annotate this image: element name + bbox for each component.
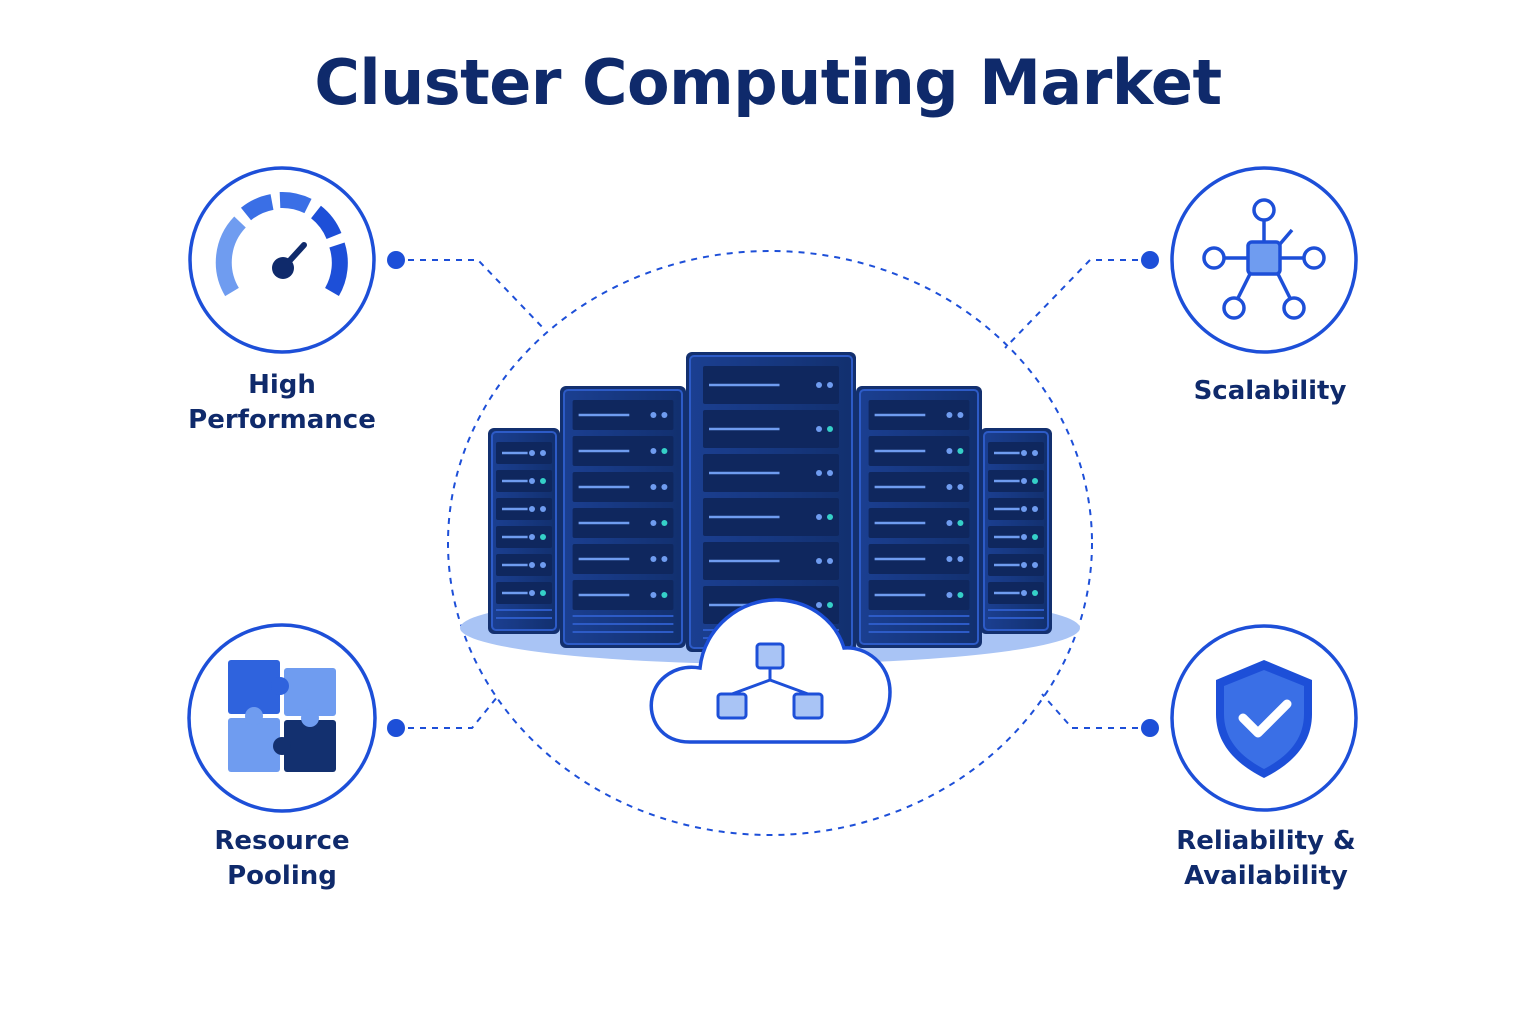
server-led (540, 534, 546, 540)
label-line: Performance (188, 405, 376, 435)
server-led (540, 590, 546, 596)
server-led (827, 514, 833, 520)
server-led (946, 448, 953, 454)
server-led (540, 506, 546, 512)
connector-scalability (1004, 259, 1150, 349)
server-led (946, 484, 953, 490)
server-led (529, 534, 535, 540)
cloud-network-icon (649, 598, 892, 744)
server-led (1021, 562, 1027, 568)
server-led (1032, 478, 1038, 484)
server-led (1032, 506, 1038, 512)
server-led (827, 602, 833, 608)
server-led (1021, 534, 1027, 540)
server-led (1032, 590, 1038, 596)
server-led (529, 478, 535, 484)
server-led (827, 426, 833, 432)
server-led (650, 448, 657, 454)
speedometer-icon (215, 191, 348, 297)
server-led (946, 520, 953, 526)
server-led (946, 412, 953, 418)
server-led (1021, 590, 1027, 596)
server-led (529, 562, 535, 568)
server-led (1032, 534, 1038, 540)
server-led (661, 484, 668, 490)
server-led (827, 558, 833, 564)
cluster-boundary (447, 250, 1093, 836)
server-led (816, 470, 822, 476)
server-led (650, 520, 657, 526)
server-led (827, 382, 833, 388)
server-cluster (488, 352, 1052, 652)
server-led (661, 520, 668, 526)
server-led (957, 448, 964, 454)
server-tower-right (856, 386, 982, 648)
server-led (661, 592, 668, 598)
label-line: Resource (214, 826, 350, 856)
server-led (650, 412, 657, 418)
connector-resource-pooling (396, 695, 499, 729)
server-led (957, 592, 964, 598)
server-led (957, 412, 964, 418)
server-led (946, 556, 953, 562)
puzzle-icon (228, 660, 336, 772)
server-led (816, 558, 822, 564)
page-title: Cluster Computing Market (314, 46, 1222, 119)
server-led (529, 450, 535, 456)
server-led (957, 556, 964, 562)
shield-check-icon (1216, 660, 1312, 778)
server-led (957, 520, 964, 526)
server-led (816, 426, 822, 432)
feature-label-scalability: Scalability (1110, 374, 1430, 409)
label-line: Scalability (1193, 376, 1347, 406)
server-tower-left (560, 386, 686, 648)
server-led (529, 590, 535, 596)
server-tower-far-right (980, 428, 1052, 634)
server-led (650, 592, 657, 598)
server-led (957, 484, 964, 490)
server-led (1032, 562, 1038, 568)
server-led (946, 592, 953, 598)
feature-label-reliability-availability: Reliability & Availability (1106, 824, 1426, 894)
server-led (650, 556, 657, 562)
server-led (529, 506, 535, 512)
connector-dots (387, 251, 1159, 737)
server-led (816, 514, 822, 520)
network-nodes-icon (1202, 198, 1326, 320)
server-led (540, 562, 546, 568)
connector-high-performance (396, 259, 546, 331)
server-led (816, 382, 822, 388)
server-led (650, 484, 657, 490)
feature-circle-resource-pooling (187, 623, 377, 813)
label-line: Reliability & (1176, 826, 1356, 856)
server-led (827, 470, 833, 476)
server-led (1021, 450, 1027, 456)
server-tower-center (686, 352, 856, 652)
server-led (1032, 450, 1038, 456)
label-line: High (248, 370, 316, 400)
feature-label-resource-pooling: Resource Pooling (122, 824, 442, 894)
server-tower-far-left (488, 428, 560, 634)
server-led (1021, 478, 1027, 484)
server-led (661, 448, 668, 454)
connector-reliability (1041, 693, 1150, 729)
server-led (540, 450, 546, 456)
server-led (1021, 506, 1027, 512)
server-led (661, 556, 668, 562)
connectors (396, 259, 1150, 729)
label-line: Pooling (227, 861, 337, 891)
feature-label-high-performance: High Performance (122, 368, 442, 438)
server-led (540, 478, 546, 484)
server-led (661, 412, 668, 418)
server-led (816, 602, 822, 608)
label-line: Availability (1184, 861, 1348, 891)
